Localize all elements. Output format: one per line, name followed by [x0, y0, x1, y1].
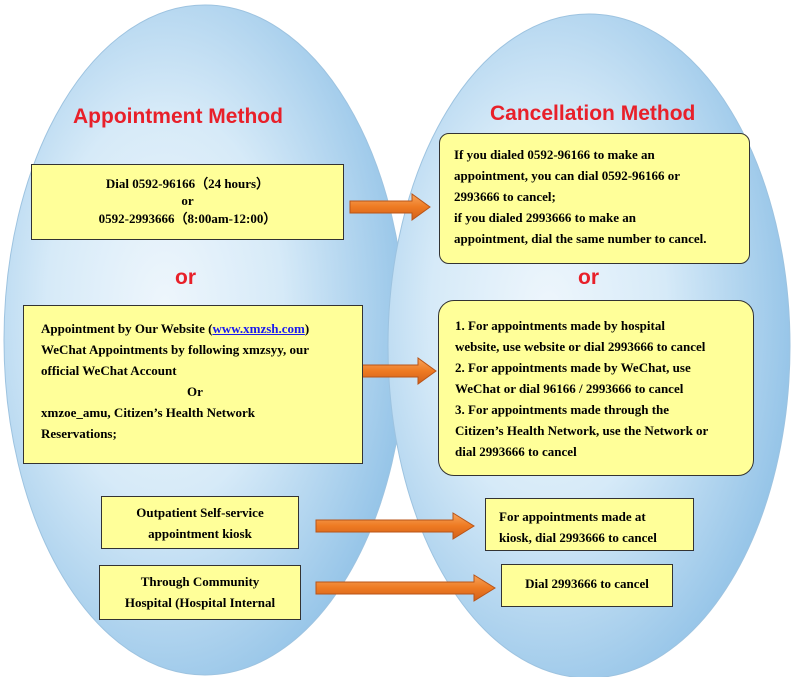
arrow-phone	[349, 193, 431, 221]
cancellation-online-line5: 3. For appointments made through the	[455, 402, 670, 417]
appointment-phone-line3: 0592-2993666（8:00am-12:00）	[98, 211, 277, 226]
appointment-method-title: Appointment Method	[73, 105, 283, 128]
appointment-phone-box: Dial 0592-96166（24 hours） or 0592-299366…	[31, 164, 344, 240]
cancellation-phone-line2: appointment, you can dial 0592-96166 or	[454, 168, 681, 183]
appointment-phone-or: or	[181, 193, 194, 208]
appointment-or-separator: or	[175, 266, 196, 289]
appointment-online-box: Appointment by Our Website (www.xmzsh.co…	[23, 305, 363, 464]
appointment-phone-line1: Dial 0592-96166（24 hours）	[105, 176, 270, 191]
cancellation-kiosk-line2: kiosk, dial 2993666 to cancel	[499, 530, 657, 545]
appointment-website-suffix: )	[304, 321, 310, 336]
appointment-kiosk-line2: appointment kiosk	[148, 526, 252, 541]
cancellation-kiosk-box: For appointments made at kiosk, dial 299…	[485, 498, 694, 551]
appointment-kiosk-box: Outpatient Self-service appointment kios…	[101, 496, 299, 549]
cancellation-or-separator: or	[578, 266, 599, 289]
cancellation-online-line4: WeChat or dial 96166 / 2993666 to cancel	[455, 381, 684, 396]
arrow-kiosk	[315, 512, 475, 540]
arrow-community	[315, 574, 496, 602]
arrow-online	[357, 357, 437, 385]
appointment-community-line2: Hospital (Hospital Internal	[124, 595, 276, 610]
appointment-community-box: Through Community Hospital (Hospital Int…	[99, 565, 301, 620]
appointment-website-prefix: Appointment by Our Website (	[41, 321, 213, 336]
cancellation-phone-line1: If you dialed 0592-96166 to make an	[454, 147, 655, 162]
cancellation-online-line6: Citizen’s Health Network, use the Networ…	[455, 423, 709, 438]
cancellation-community-line1: Dial 2993666 to cancel	[525, 576, 649, 591]
cancellation-online-line1: 1. For appointments made by hospital	[455, 318, 665, 333]
appointment-website-line: Appointment by Our Website (www.xmzsh.co…	[41, 318, 362, 339]
cancellation-online-box: 1. For appointments made by hospital web…	[438, 300, 754, 476]
cancellation-phone-line4: if you dialed 2993666 to make an	[454, 210, 637, 225]
cancellation-method-title: Cancellation Method	[490, 102, 696, 125]
hospital-website-link[interactable]: www.xmzsh.com	[212, 321, 305, 336]
appointment-wechat-line: WeChat Appointments by following xmzsyy,…	[41, 342, 309, 357]
cancellation-online-line3: 2. For appointments made by WeChat, use	[455, 360, 691, 375]
cancellation-phone-line5: appointment, dial the same number to can…	[454, 231, 707, 246]
cancellation-community-box: Dial 2993666 to cancel	[501, 564, 673, 607]
appointment-online-or: Or	[187, 384, 203, 399]
cancellation-phone-line3: 2993666 to cancel;	[454, 189, 556, 204]
cancellation-online-line2: website, use website or dial 2993666 to …	[455, 339, 706, 354]
cancellation-online-line7: dial 2993666 to cancel	[455, 444, 577, 459]
appointment-reservations-line: Reservations;	[41, 426, 117, 441]
cancellation-phone-box: If you dialed 0592-96166 to make an appo…	[439, 133, 750, 264]
appointment-health-network-line: xmzoe_amu, Citizen’s Health Network	[41, 405, 255, 420]
appointment-wechat-account-line: official WeChat Account	[41, 363, 177, 378]
cancellation-kiosk-line1: For appointments made at	[499, 509, 646, 524]
appointment-kiosk-line1: Outpatient Self-service	[136, 505, 264, 520]
appointment-community-line1: Through Community	[140, 574, 260, 589]
